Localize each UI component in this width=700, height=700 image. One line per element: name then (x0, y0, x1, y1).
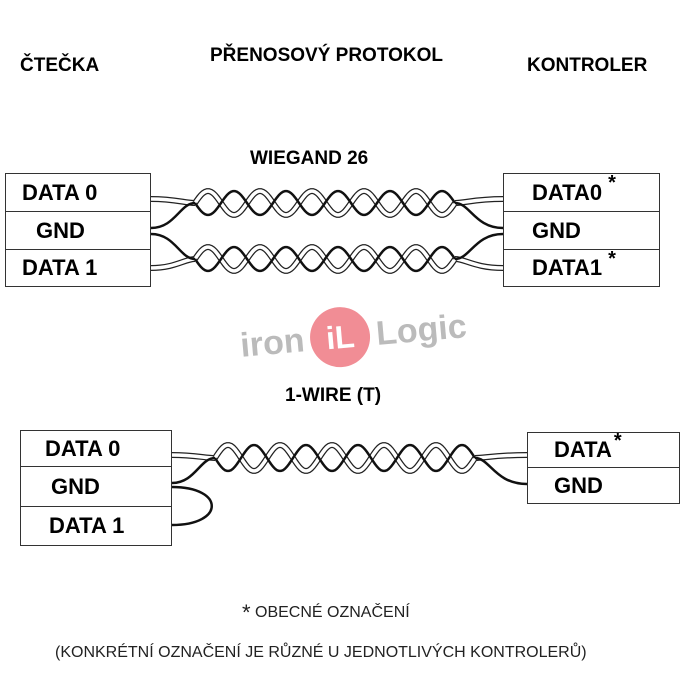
asterisk-mark: * (242, 600, 251, 625)
pin-gnd: GND (6, 212, 150, 250)
pin-label: DATA (554, 437, 612, 462)
pin-data: DATA* (528, 429, 679, 468)
wiegand-data1-pair-black-wire (193, 245, 457, 273)
wiegand-data1-pair-white-lead-left (150, 257, 196, 270)
onewire-pair-black-wire (213, 443, 477, 473)
wiegand-data0-pair-black-lead-right (454, 201, 504, 230)
onewire-pair-black-lead-left (171, 456, 216, 485)
wiegand-data1-pair-black-lead-left (150, 232, 196, 261)
asterisk-mark: * (608, 172, 616, 194)
wiegand-data1-pair-white-lead-right (454, 257, 504, 270)
pin-label: DATA1 (532, 255, 603, 280)
pin-label: GND (532, 217, 581, 243)
footnote-detail: (KONKRÉTNÍ OZNAČENÍ JE RŮZNÉ U JEDNOTLIV… (55, 644, 587, 661)
pin-data0: DATA 0 (6, 174, 150, 212)
controller-heading: KONTROLER (527, 55, 648, 76)
pin-label: DATA0 (532, 179, 603, 205)
onewire-reader-terminal: DATA 0 GND DATA 1 (20, 430, 172, 546)
pin-data1: DATA 1 (22, 255, 98, 280)
onewire-pair-black-lead-right (474, 456, 528, 486)
pin-gnd: GND (528, 468, 679, 503)
onewire-title: 1-WIRE (T) (285, 385, 382, 406)
pin-data1: DATA 1 (49, 513, 125, 538)
onewire-controller-terminal: DATA* GND (527, 429, 680, 504)
wiegand-reader-terminal: DATA 0 GND DATA 1 (5, 173, 151, 287)
wiegand-data0-pair-black-lead-left (150, 201, 196, 230)
pin-gnd: GND (21, 467, 171, 507)
footnote-general: * OBECNÉ OZNAČENÍ (242, 597, 410, 625)
wiegand-data0-pair-black-wire (193, 189, 457, 217)
onewire-gnd-data1-jumper (171, 485, 213, 527)
reader-heading: ČTEČKA (20, 55, 100, 76)
pin-label: GND (554, 472, 603, 498)
wiegand-title: WIEGAND 26 (250, 148, 369, 169)
wiegand-data1-pair-black-lead-right (454, 232, 504, 261)
asterisk-mark: * (608, 247, 616, 270)
wiegand-controller-terminal: DATA0* GND DATA1* (503, 172, 660, 287)
pin-data1: DATA1* (504, 247, 659, 286)
footnote-line1: OBECNÉ OZNAČENÍ (255, 604, 410, 621)
pin-data0: DATA0* (504, 172, 659, 212)
protocol-heading: PŘENOSOVÝ PROTOKOL (210, 45, 443, 66)
pin-gnd: GND (504, 212, 659, 250)
asterisk-mark: * (613, 429, 622, 452)
pin-data0: DATA 0 (21, 431, 171, 467)
